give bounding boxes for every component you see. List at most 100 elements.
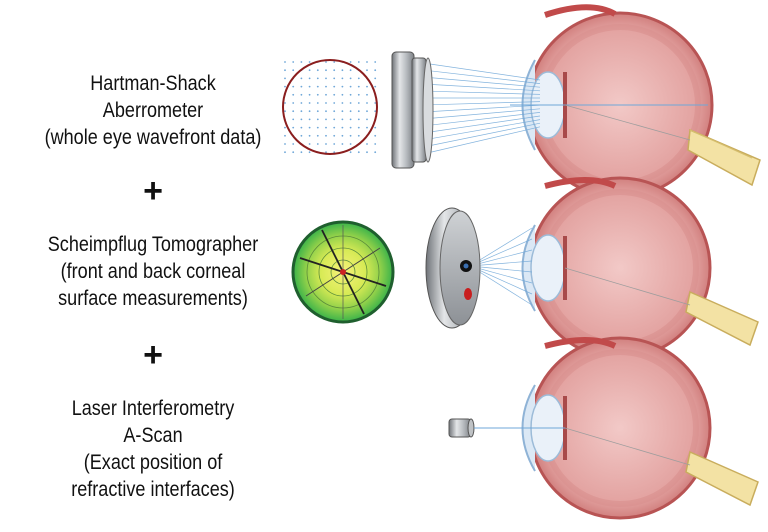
wavefront-spot: [308, 126, 311, 129]
aberrometer-beam-ray: [429, 119, 541, 140]
wavefront-spot: [349, 118, 352, 121]
aberrometer-beam-ray: [429, 112, 541, 126]
wavefront-spot: [284, 151, 286, 154]
wavefront-spot: [308, 143, 311, 145]
wavefront-spot: [300, 134, 303, 137]
wavefront-spot: [349, 134, 352, 137]
wavefront-spot: [349, 143, 352, 145]
wavefront-spot: [300, 93, 303, 96]
wavefront-spot: [349, 85, 352, 88]
laser-subtitle-line1: (Exact position of: [83, 451, 223, 474]
wavefront-spot: [300, 61, 303, 63]
wavefront-spot: [349, 102, 352, 104]
hartman-shack-title-line2: Aberrometer: [102, 99, 204, 122]
wavefront-spot: [325, 134, 327, 137]
wavefront-spot: [366, 151, 368, 154]
wavefront-spot: [374, 61, 377, 63]
laser-subtitle-line2: refractive interfaces): [71, 478, 235, 501]
wavefront-spot: [357, 134, 360, 137]
wavefront-spot: [325, 118, 327, 121]
eye-1: [510, 4, 761, 199]
scheimpflug-title: Scheimpflug Tomographer: [47, 233, 259, 256]
wavefront-spot: [349, 61, 352, 63]
wavefront-spot: [357, 93, 360, 96]
wavefront-spot: [341, 134, 344, 137]
wavefront-spot: [374, 85, 377, 88]
wavefront-spot: [308, 134, 311, 137]
wavefront-spot: [308, 85, 311, 88]
wavefront-spot: [284, 77, 286, 80]
aberrometer-beam-ray: [429, 126, 541, 153]
tomographer-device-icon: [425, 207, 481, 329]
wavefront-spot: [284, 102, 286, 104]
wavefront-spot: [316, 85, 319, 88]
wavefront-spot: [374, 126, 377, 129]
wavefront-spot: [325, 85, 327, 88]
wavefront-spot: [284, 85, 286, 88]
wavefront-spot: [284, 143, 286, 145]
wavefront-spot: [349, 110, 352, 113]
wavefront-spot: [292, 110, 295, 113]
wavefront-spot: [333, 118, 336, 121]
wavefront-spot: [284, 126, 286, 129]
wavefront-spot: [374, 110, 377, 113]
wavefront-spot: [333, 134, 336, 137]
wavefront-spot: [292, 118, 295, 121]
wavefront-spot: [374, 151, 377, 154]
aberrometer-beam-ray: [429, 70, 541, 84]
wavefront-spot: [366, 85, 368, 88]
wavefront-spot: [357, 151, 360, 154]
wavefront-spot: [374, 143, 377, 145]
wavefront-spot: [325, 93, 327, 96]
wavefront-spot: [357, 118, 360, 121]
plus-sign-2: +: [143, 336, 163, 374]
scheimpflug-subtitle-line1: (front and back corneal: [60, 260, 246, 283]
wavefront-spot: [292, 69, 295, 72]
wavefront-spot: [341, 126, 344, 129]
wavefront-spot: [374, 134, 377, 137]
wavefront-spot: [325, 77, 327, 80]
aberrometer-beam-ray: [429, 84, 541, 92]
wavefront-spot: [349, 77, 352, 80]
wavefront-spot: [308, 110, 311, 113]
wavefront-spot: [374, 102, 377, 104]
scheimpflug-label: Scheimpflug Tomographer (front and back …: [24, 231, 282, 312]
wavefront-spot: [341, 110, 344, 113]
aberrometer-device-icon: [391, 51, 434, 169]
wavefront-spot: [316, 118, 319, 121]
wavefront-spot: [292, 61, 295, 63]
wavefront-spot: [341, 102, 344, 104]
hartman-shack-subtitle: (whole eye wavefront data): [44, 126, 262, 149]
wavefront-spot: [333, 110, 336, 113]
wavefront-spot: [374, 69, 377, 72]
plus-sign-1: +: [143, 172, 163, 210]
wavefront-spot: [292, 93, 295, 96]
wavefront-spot: [292, 151, 295, 154]
wavefront-spot: [366, 102, 368, 104]
wavefront-spot: [333, 102, 336, 104]
wavefront-spot: [341, 143, 344, 145]
wavefront-spot: [366, 143, 368, 145]
wavefront-spot: [333, 93, 336, 96]
wavefront-spot: [316, 77, 319, 80]
wavefront-spot: [325, 61, 327, 63]
wavefront-spot: [357, 61, 360, 63]
wavefront-spot: [349, 151, 352, 154]
wavefront-spot: [325, 143, 327, 145]
wavefront-spot: [366, 61, 368, 63]
wavefront-spot: [357, 110, 360, 113]
scheimpflug-subtitle-line2: surface measurements): [58, 287, 248, 310]
wavefront-spot: [284, 69, 286, 72]
wavefront-spot: [341, 118, 344, 121]
wavefront-spot: [300, 85, 303, 88]
wavefront-spot: [316, 69, 319, 72]
wavefront-spot: [292, 85, 295, 88]
wavefront-spot: [300, 118, 303, 121]
laser-title-line2: A-Scan: [123, 424, 183, 447]
wavefront-spot: [357, 85, 360, 88]
aberrometer-dot-grid: [284, 61, 377, 154]
wavefront-spot: [366, 69, 368, 72]
laser-title-line1: Laser Interferometry: [71, 397, 235, 420]
wavefront-spot: [292, 102, 295, 104]
wavefront-spot: [366, 93, 368, 96]
